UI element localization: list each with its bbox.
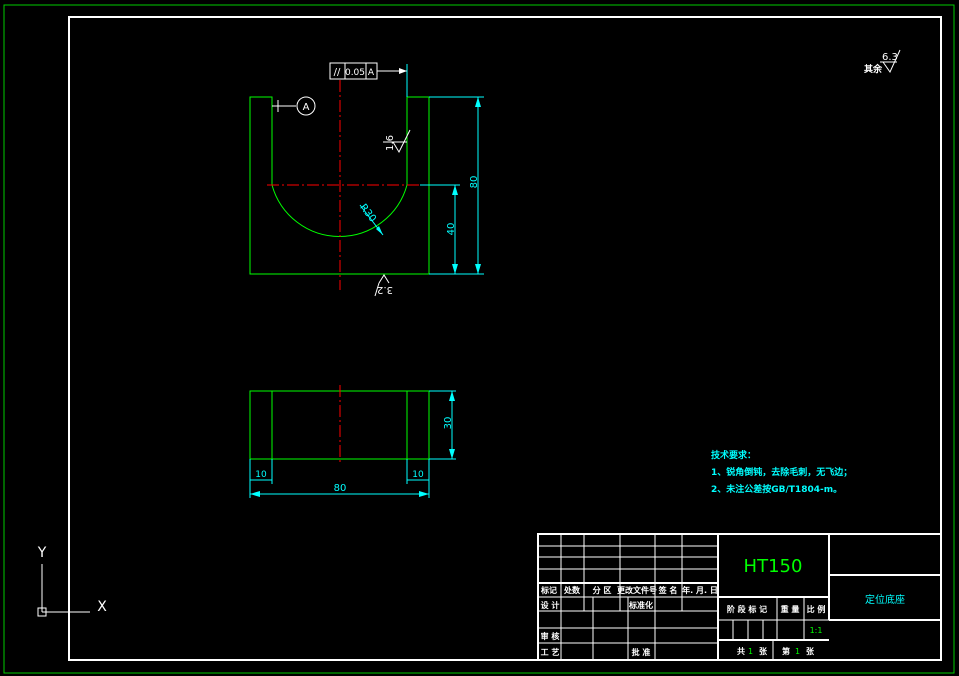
roughness-general-value: 6.3 (882, 52, 898, 63)
roughness-general: 其余 6.3 (864, 49, 901, 75)
top-view (249, 385, 430, 465)
tech-item-1: 1、锐角倒钝，去除毛刺，无飞边； (711, 466, 852, 478)
ucs-icon: Y X (37, 545, 107, 617)
ucs-y-label: Y (37, 545, 47, 561)
roughness-bottom-value: 3.2 (377, 284, 393, 295)
roughness-bottom: 3.2 (374, 274, 393, 297)
label-review: 审 核 (541, 631, 560, 641)
dim-width-total: 80 (334, 483, 347, 494)
label-weight: 重 量 (781, 604, 800, 614)
label-date: 年. 月. 日 (682, 585, 718, 595)
sheet-index-prefix: 第 (782, 646, 790, 656)
label-count: 处数 (563, 585, 581, 595)
label-signature: 签 名 (658, 585, 678, 595)
dim-left-wall: 10 (255, 470, 267, 480)
label-scale: 比 例 (807, 604, 826, 614)
dim-radius: R30 (357, 202, 378, 224)
datum-a-marker: A (272, 96, 316, 116)
dim-height-total: 80 (469, 176, 480, 189)
material: HT150 (744, 556, 803, 577)
tolerance-frame: // 0.05 A (329, 62, 408, 97)
title-block-text: HT150 定位底座 标记 处数 分 区 更改文件号 签 名 年. 月. 日 设… (540, 556, 905, 657)
tech-item-2: 2、未注公差按GB/T1804-m。 (711, 483, 842, 495)
label-change-doc: 更改文件号 (617, 585, 657, 595)
dim-height-half: 40 (446, 223, 457, 236)
dim-right-wall: 10 (412, 470, 424, 480)
sheet-total-suffix: 张 (759, 647, 768, 656)
top-dimensions: 30 10 10 80 (249, 390, 456, 498)
dim-depth: 30 (443, 417, 454, 430)
roughness-side: 1.6 (383, 129, 411, 154)
label-design: 设 计 (541, 600, 560, 610)
scale-value: 1:1 (810, 626, 823, 635)
label-standardization: 标准化 (628, 600, 653, 610)
outer-border (3, 4, 955, 674)
ucs-x-label: X (97, 599, 107, 615)
inner-frame (68, 16, 942, 661)
tolerance-value: 0.05 (345, 68, 365, 78)
sheet-index-suffix: 张 (806, 647, 815, 656)
part-name: 定位底座 (865, 593, 905, 606)
front-view (249, 80, 430, 290)
title-block (537, 533, 942, 661)
label-mark: 标记 (540, 585, 557, 595)
sheet-index-value: 1 (795, 647, 800, 656)
tech-title: 技术要求： (711, 449, 756, 461)
roughness-general-label: 其余 (864, 63, 883, 75)
tech-requirements: 技术要求： 1、锐角倒钝，去除毛刺，无飞边； 2、未注公差按GB/T1804-m… (711, 449, 852, 495)
tolerance-datum: A (368, 68, 375, 78)
sheet-total-prefix: 共 (737, 646, 745, 656)
sheet-total-value: 1 (748, 647, 753, 656)
label-stage-mark: 阶 段 标 记 (727, 604, 767, 614)
datum-label: A (303, 102, 310, 113)
front-dimensions: 80 40 R30 (357, 96, 484, 275)
label-approve: 批 准 (632, 647, 651, 657)
roughness-side-value: 1.6 (385, 135, 396, 151)
label-process: 工 艺 (541, 647, 560, 657)
tolerance-symbol: // (334, 67, 341, 78)
label-zone: 分 区 (593, 585, 612, 595)
